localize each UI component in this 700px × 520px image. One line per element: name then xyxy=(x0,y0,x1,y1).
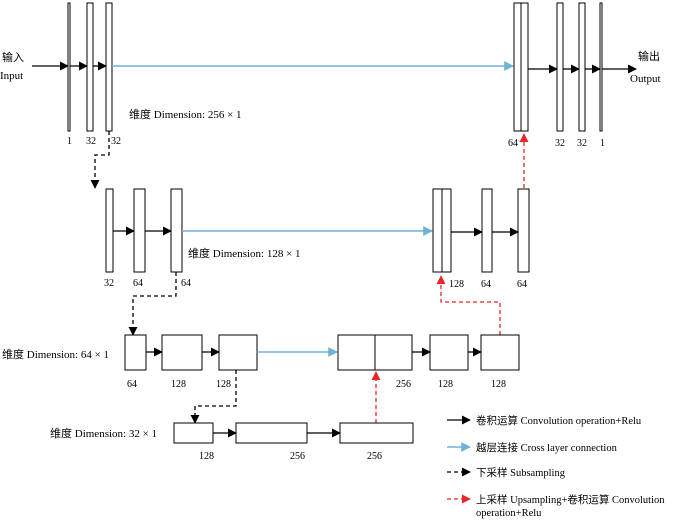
l3-dimension-label: 维度 Dimension: 64 × 1 xyxy=(2,347,109,361)
legend-down-text: 下采样 Subsampling xyxy=(476,466,566,479)
l2-dec-block-3 xyxy=(517,188,530,273)
l3-dec-block-3 xyxy=(480,334,520,371)
l2-dec-block-2 xyxy=(481,188,493,273)
output-label-cn: 输出 xyxy=(638,49,660,63)
l3-dec-block-upsampled xyxy=(374,334,413,371)
l3-enc-label-1: 64 xyxy=(127,379,137,390)
l1-dec-label-2: 32 xyxy=(555,138,565,149)
l3-dec-block-2 xyxy=(429,334,469,371)
l3-to-l4-subsampling-arrow xyxy=(190,370,237,424)
l2-enc-block-2 xyxy=(133,188,146,273)
l1-dec-block-skip xyxy=(520,2,529,132)
l3-enc-block-1 xyxy=(124,334,147,371)
l1-dec-label-4: 1 xyxy=(600,138,605,149)
l2-to-l3-subsampling-arrow xyxy=(128,272,177,336)
l4-block-2 xyxy=(235,422,308,444)
l1-dec-block-4 xyxy=(599,2,603,132)
input-label-cn: 输入 xyxy=(2,50,24,64)
l2-dec-label-1: 128 xyxy=(449,279,464,290)
l4-dimension-label: 维度 Dimension: 32 × 1 xyxy=(50,426,157,440)
l3-dec-label-2: 128 xyxy=(438,379,453,390)
l2-dec-block-upsampled xyxy=(432,188,443,273)
l2-enc-label-1: 32 xyxy=(104,278,114,289)
l1-dec-label-3: 32 xyxy=(577,138,587,149)
l3-dec-block-skip xyxy=(337,334,376,371)
l3-to-l2-upsampling-arrow xyxy=(436,275,501,335)
input-label-en: Input xyxy=(0,70,23,82)
l1-enc-label-3: 32 xyxy=(111,136,121,147)
legend-up-text-1: 上采样 Upsampling+卷积运算 Convolution xyxy=(476,493,665,506)
l1-dec-block-2 xyxy=(556,2,564,132)
l3-enc-block-2 xyxy=(161,334,203,371)
l2-enc-block-1 xyxy=(105,188,114,273)
l1-dec-label-1: 64 xyxy=(508,138,518,149)
l1-enc-block-2 xyxy=(86,2,94,132)
l1-dec-block-3 xyxy=(578,2,586,132)
output-label-en: Output xyxy=(630,73,661,85)
l2-dec-label-3: 64 xyxy=(517,279,527,290)
l2-dec-block-skip xyxy=(441,188,452,273)
l1-enc-label-1: 1 xyxy=(67,136,72,147)
l2-dec-label-2: 64 xyxy=(481,279,491,290)
legend-up-text-2: operation+Relu xyxy=(476,508,542,519)
legend: 卷积运算 Convolution operation+Relu 越层连接 Cro… xyxy=(447,414,665,519)
l2-enc-block-3 xyxy=(170,188,183,273)
l1-enc-block-3 xyxy=(105,2,113,132)
l3-dec-label-1: 256 xyxy=(396,379,411,390)
l1-dec-block-upsampled xyxy=(513,2,522,132)
l4-label-2: 256 xyxy=(290,451,305,462)
l3-enc-label-3: 128 xyxy=(216,379,231,390)
l1-enc-label-2: 32 xyxy=(86,136,96,147)
l2-enc-label-2: 64 xyxy=(133,278,143,289)
legend-cross-text: 越层连接 Cross layer connection xyxy=(476,441,618,454)
l1-dimension-label: 维度 Dimension: 256 × 1 xyxy=(129,107,242,121)
l4-label-1: 128 xyxy=(199,451,214,462)
l1-enc-block-1 xyxy=(67,2,71,132)
l3-enc-label-2: 128 xyxy=(171,379,186,390)
l1-to-l2-subsampling-arrow xyxy=(90,131,110,189)
l4-block-1 xyxy=(173,422,214,444)
legend-conv-text: 卷积运算 Convolution operation+Relu xyxy=(476,414,642,427)
l4-block-3 xyxy=(339,422,414,444)
l3-enc-block-3 xyxy=(218,334,258,371)
l2-dimension-label: 维度 Dimension: 128 × 1 xyxy=(188,246,301,260)
l4-label-3: 256 xyxy=(367,451,382,462)
l2-enc-label-3: 64 xyxy=(181,278,191,289)
l3-dec-label-3: 128 xyxy=(491,379,506,390)
